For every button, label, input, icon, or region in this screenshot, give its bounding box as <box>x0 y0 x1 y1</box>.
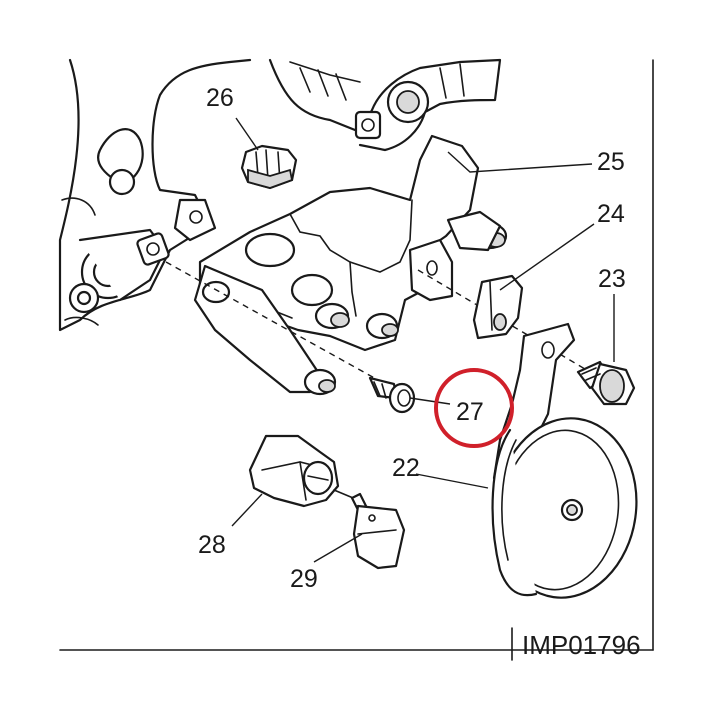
callout-27: 27 <box>456 398 484 426</box>
part-26-clip <box>240 144 298 190</box>
part-29-terminal <box>333 489 406 570</box>
callout-23: 23 <box>598 265 626 293</box>
callout-leaders <box>231 117 615 563</box>
part-25-mounting-bracket <box>193 134 508 396</box>
upper-frame-bracket <box>268 58 502 152</box>
callout-28: 28 <box>198 531 226 559</box>
part-27-screw <box>368 376 416 414</box>
callout-22: 22 <box>392 454 420 482</box>
motorcycle-frame <box>58 58 252 332</box>
callout-24: 24 <box>597 200 625 228</box>
diagram-frame <box>59 59 654 661</box>
callout-25: 25 <box>597 148 625 176</box>
highlight-circle <box>434 368 514 448</box>
part-24-clip-nut <box>472 274 524 340</box>
callout-26: 26 <box>206 84 234 112</box>
part-23-bolt <box>576 360 636 406</box>
part-22-horn <box>491 322 638 599</box>
part-28-connector <box>248 434 340 508</box>
drawing-code: IMP01796 <box>522 630 641 660</box>
callout-29: 29 <box>290 565 318 593</box>
